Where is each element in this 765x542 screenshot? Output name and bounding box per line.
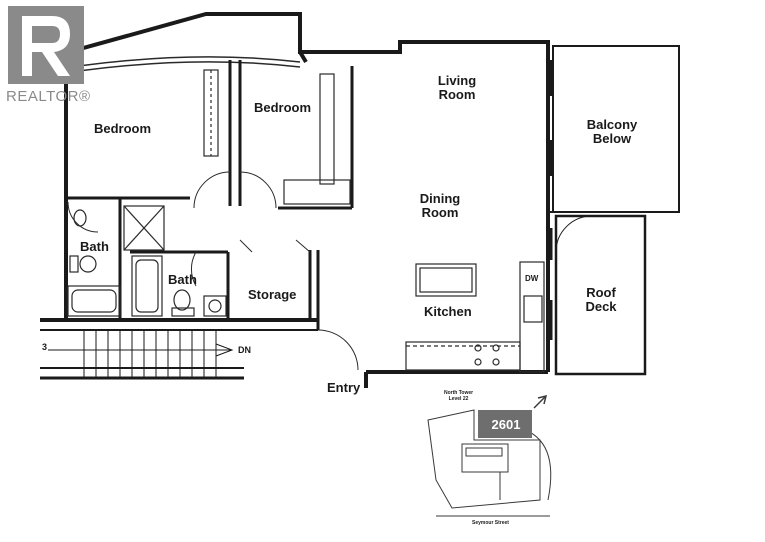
key-plan-street-label: Seymour Street — [472, 520, 509, 526]
stair-direction-label: DN — [238, 345, 251, 355]
room-label-bath-center: Bath — [168, 272, 197, 287]
room-label-living-room: Living Room — [437, 73, 477, 102]
stair-number-label: 3 — [42, 342, 48, 352]
kitchen-fixtures — [405, 261, 545, 373]
roof-deck — [554, 214, 647, 376]
room-label-balcony: Balcony Below — [586, 117, 638, 146]
key-plan-tower-label: North Tower Level 22 — [444, 390, 474, 402]
unit-highlight — [478, 410, 532, 438]
dishwasher-label: DW — [525, 274, 539, 283]
realtor-logo: REALTOR® — [4, 6, 92, 106]
room-label-entry: Entry — [327, 380, 361, 395]
room-label-bath-left: Bath — [80, 239, 109, 254]
balcony — [548, 45, 680, 213]
realtor-r-mark — [8, 6, 84, 84]
room-label-bedroom-center: Bedroom — [254, 100, 312, 115]
room-label-dining-room: Dining Room — [419, 191, 461, 220]
logo-text: REALTOR® — [6, 88, 91, 105]
bath-fixtures — [67, 205, 227, 317]
room-label-bedroom-left: Bedroom — [94, 121, 152, 136]
room-label-kitchen: Kitchen — [424, 304, 472, 319]
closets — [203, 69, 351, 205]
exterior-walls — [39, 12, 550, 388]
room-label-storage: Storage — [248, 287, 297, 302]
door-swings — [67, 171, 359, 371]
stairs — [40, 318, 318, 380]
room-label-roof-deck: Roof Deck — [585, 285, 617, 314]
unit-number: 2601 — [491, 417, 521, 432]
